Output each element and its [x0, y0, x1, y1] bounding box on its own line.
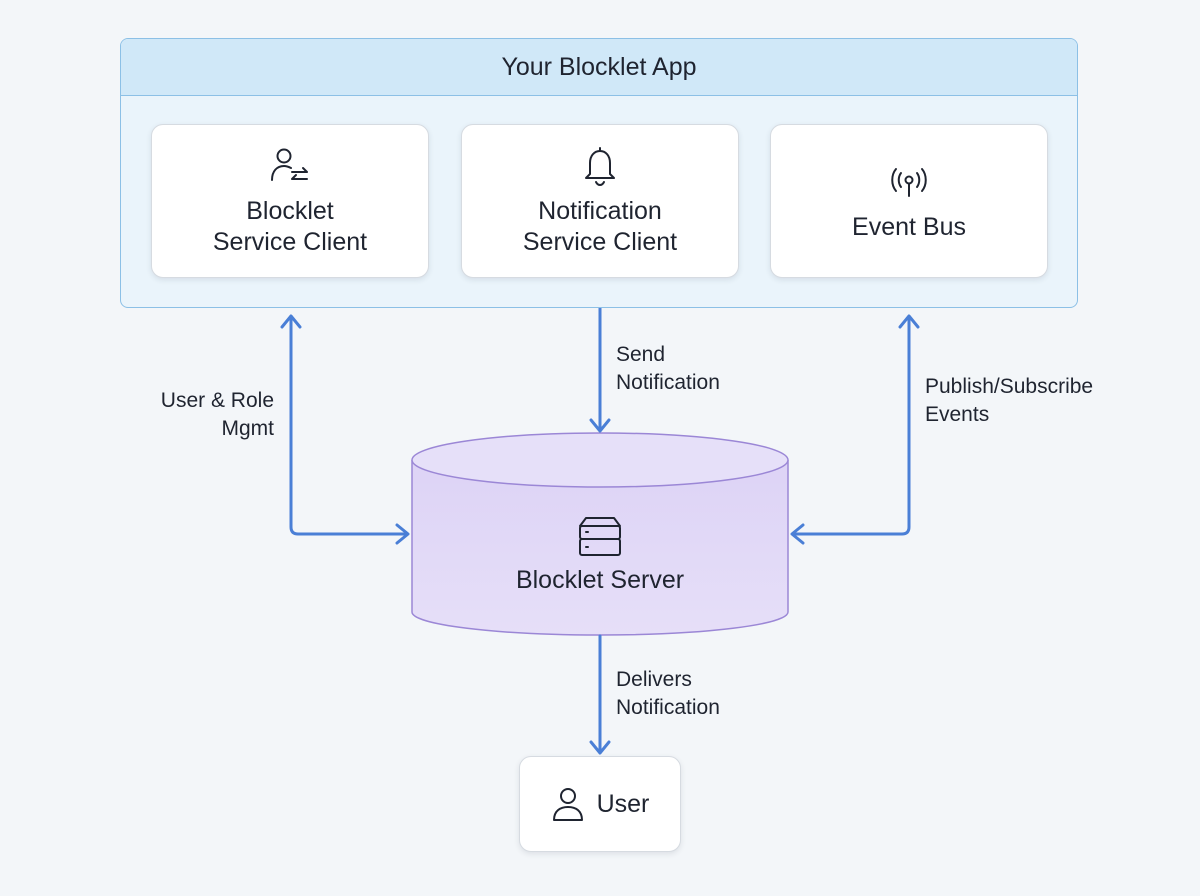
edge-label-line2: Mgmt: [221, 417, 275, 440]
server-cylinder-top: [411, 432, 789, 488]
card-label-line2: Service Client: [522, 228, 678, 256]
broadcast-icon: [891, 167, 927, 197]
pubsub-connector: [790, 314, 920, 545]
card-label: Blocklet Service Client: [213, 196, 367, 258]
edge-label-line1: Delivers: [616, 668, 692, 691]
card-label-line1: Notification: [538, 197, 662, 225]
user-role-mgmt-connector: [280, 314, 410, 545]
edge-label-line1: User & Role: [160, 389, 274, 412]
edge-label-line1: Send: [616, 343, 666, 366]
edge-label-line2: Notification: [616, 371, 720, 394]
card-label: Event Bus: [852, 212, 966, 241]
user-label: User: [596, 789, 650, 818]
pubsub-events-label: Publish/Subscribe Events: [925, 373, 1093, 429]
arrowhead-left: [790, 523, 805, 545]
delivers-notification-connector: [589, 634, 611, 755]
edge-label-line2: Events: [925, 403, 990, 426]
arrowhead-up: [898, 314, 920, 329]
arrowhead-down: [589, 740, 611, 755]
server-icon: [579, 517, 621, 556]
app-title: Your Blocklet App: [121, 39, 1077, 96]
card-label-line2: Service Client: [212, 228, 368, 256]
send-notification-label: Send Notification: [616, 341, 720, 397]
server-label: Blocklet Server: [515, 566, 685, 594]
user-icon: [552, 788, 583, 821]
card-label: Notification Service Client: [523, 196, 677, 258]
user-role-mgmt-label: User & Role Mgmt: [140, 387, 274, 443]
delivers-notification-label: Delivers Notification: [616, 666, 720, 722]
blocklet-service-client-card: Blocklet Service Client: [151, 124, 429, 278]
user-node: User: [519, 756, 681, 852]
bell-icon: [585, 147, 615, 186]
notification-service-client-card: Notification Service Client: [461, 124, 739, 278]
edge-label-line2: Notification: [616, 696, 720, 719]
arrowhead-up: [280, 314, 302, 329]
arrowhead-down: [589, 418, 611, 433]
event-bus-card: Event Bus: [770, 124, 1048, 278]
edge-label-line1: Publish/Subscribe: [925, 375, 1094, 398]
card-label-line1: Blocklet: [246, 197, 334, 225]
arrowhead-right: [395, 523, 410, 545]
blocklet-server-node: [411, 432, 789, 636]
user-switch-icon: [271, 148, 308, 181]
